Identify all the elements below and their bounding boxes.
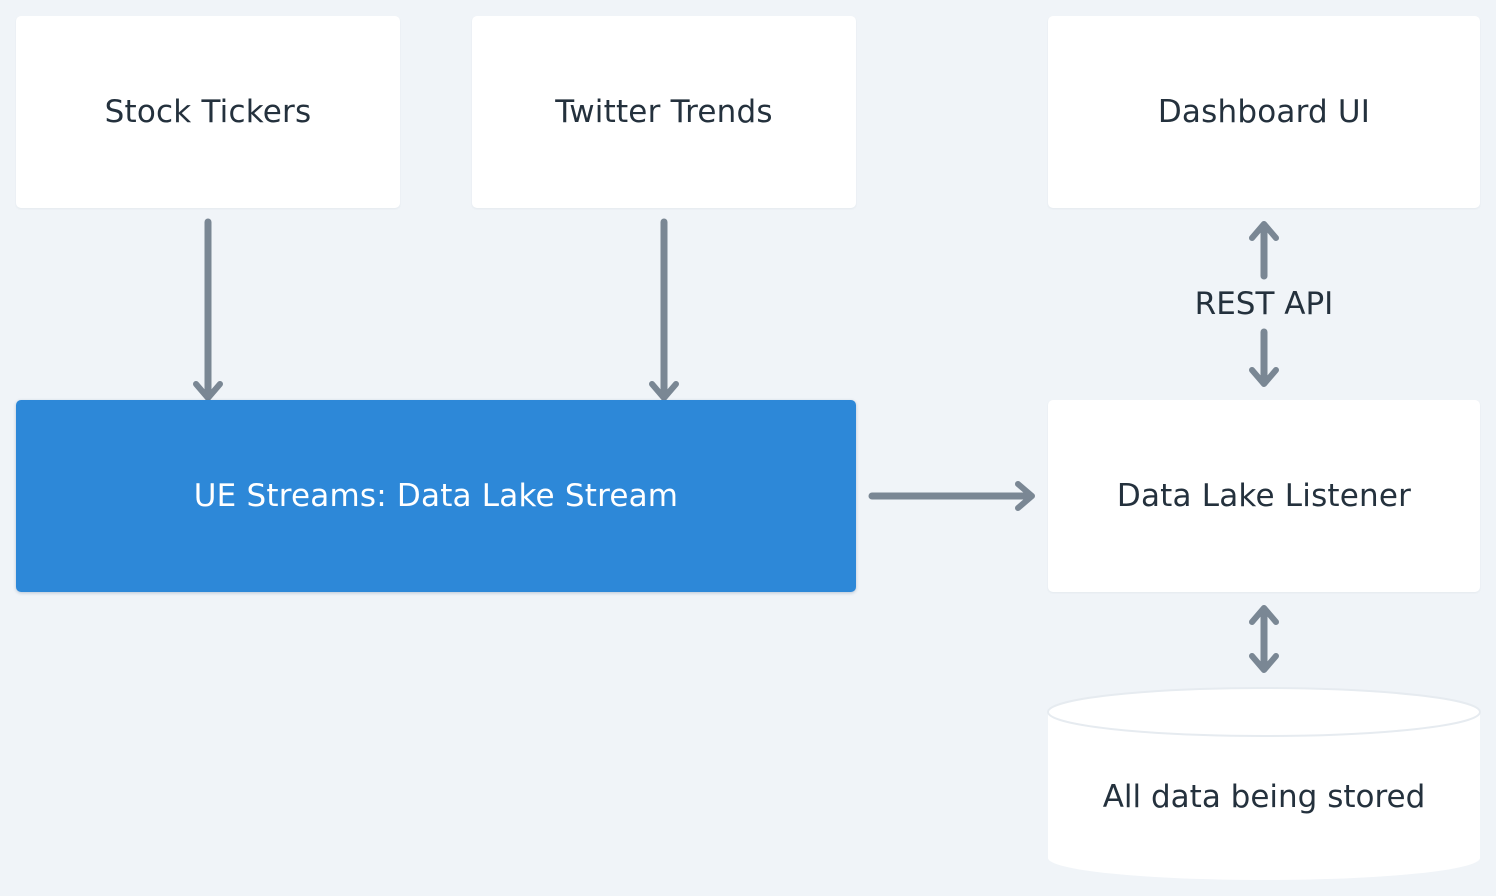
data-lake-stream-node[interactable]: UE Streams: Data Lake Stream [16,400,856,592]
stock-tickers-node[interactable]: Stock Tickers [16,16,400,208]
arrow-twitter-to-stream [649,218,679,401]
rest-api-label: REST API [1164,282,1364,326]
arrow-dashboard-listener-bidirectional [1249,221,1279,387]
data-lake-listener-label: Data Lake Listener [1116,478,1412,514]
twitter-trends-label: Twitter Trends [555,94,773,130]
data-lake-stream-label: UE Streams: Data Lake Stream [193,478,679,514]
data-lake-listener-node[interactable]: Data Lake Listener [1048,400,1480,592]
dashboard-ui-node[interactable]: Dashboard UI [1048,16,1480,208]
stock-tickers-label: Stock Tickers [104,94,312,130]
arrow-listener-storage-bidirectional [1249,605,1279,673]
storage-cylinder [1047,687,1481,880]
twitter-trends-node[interactable]: Twitter Trends [472,16,856,208]
arrow-stock-to-stream [193,218,223,401]
storage-label: All data being stored [1102,779,1426,815]
arrow-stream-to-listener [868,481,1035,511]
dashboard-ui-label: Dashboard UI [1157,94,1371,130]
